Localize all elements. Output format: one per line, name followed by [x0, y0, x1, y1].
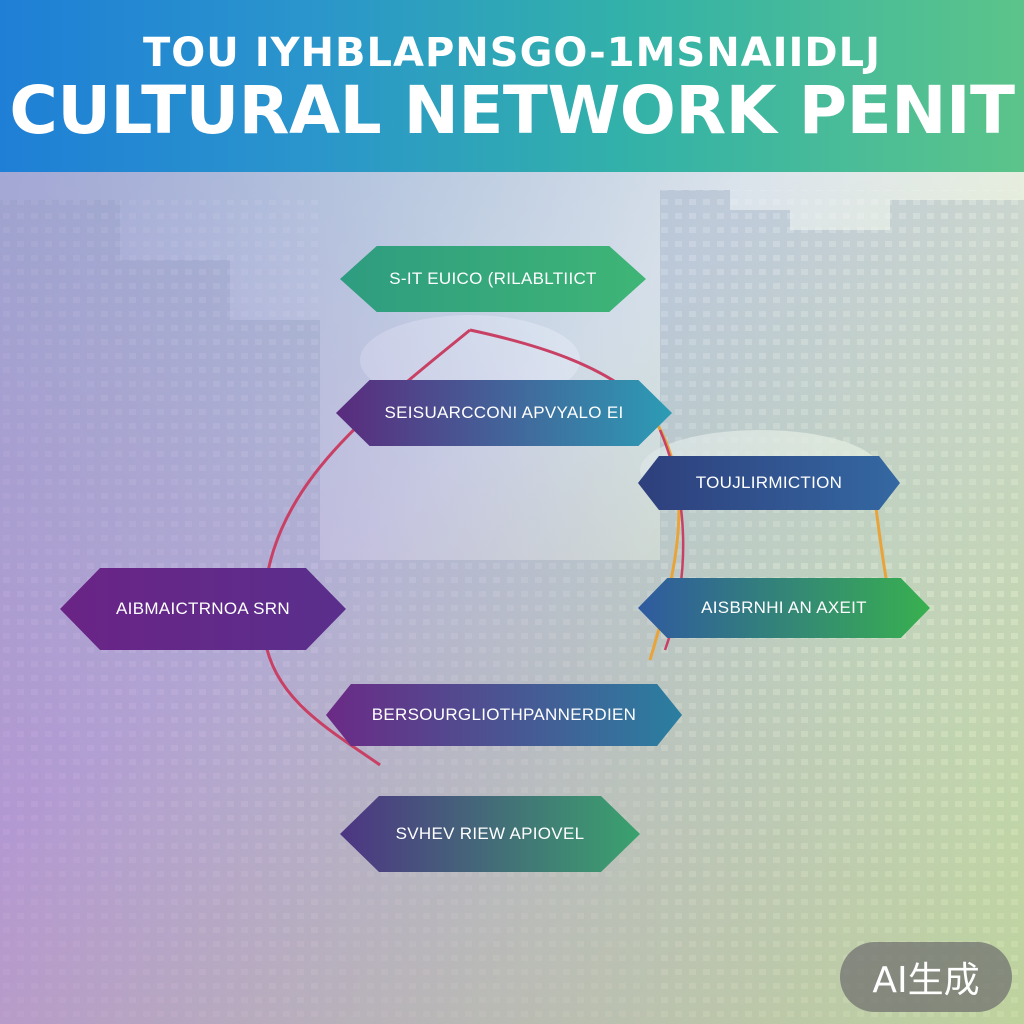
arrow-node-5-label: AISBRNHI AN AXEIT [701, 598, 867, 617]
arrow-node-2: SEISUARCCONI APVYALO EI [336, 380, 672, 446]
header-subtitle: TOU IYHBLAPNSGO-1MSNAIIDLJ [143, 30, 881, 76]
arrow-node-3-label: TOUJLIRMICTION [695, 473, 843, 492]
arrow-node-5: AISBRNHI AN AXEIT [638, 578, 930, 638]
arrow-node-1-label: S-IT EUICO (RILABLTIICT [389, 269, 597, 288]
arrow-node-1: S-IT EUICO (RILABLTIICT [340, 246, 646, 312]
arrow-node-7: SVHEV RIEW APIOVEL [340, 796, 640, 872]
arrow-node-4-label: AIBMAICTRNOA SRN [116, 599, 290, 618]
ai-generated-badge-label: AI生成 [872, 960, 980, 1001]
header-title: CULTURAL NETWORK PENIT [9, 72, 1015, 149]
arrow-node-2-label: SEISUARCCONI APVYALO EI [384, 403, 624, 422]
ai-generated-badge: AI生成 [840, 942, 1012, 1012]
header-banner: TOU IYHBLAPNSGO-1MSNAIIDLJ CULTURAL NETW… [0, 0, 1024, 172]
arrow-node-6-label: BERSOURGLIOTHPANNERDIEN [371, 705, 637, 724]
arrow-node-3: TOUJLIRMICTION [638, 456, 900, 510]
arrow-node-6: BERSOURGLIOTHPANNERDIEN [326, 684, 682, 746]
arrow-node-4: AIBMAICTRNOA SRN [60, 568, 346, 650]
arrow-node-7-label: SVHEV RIEW APIOVEL [395, 824, 585, 843]
